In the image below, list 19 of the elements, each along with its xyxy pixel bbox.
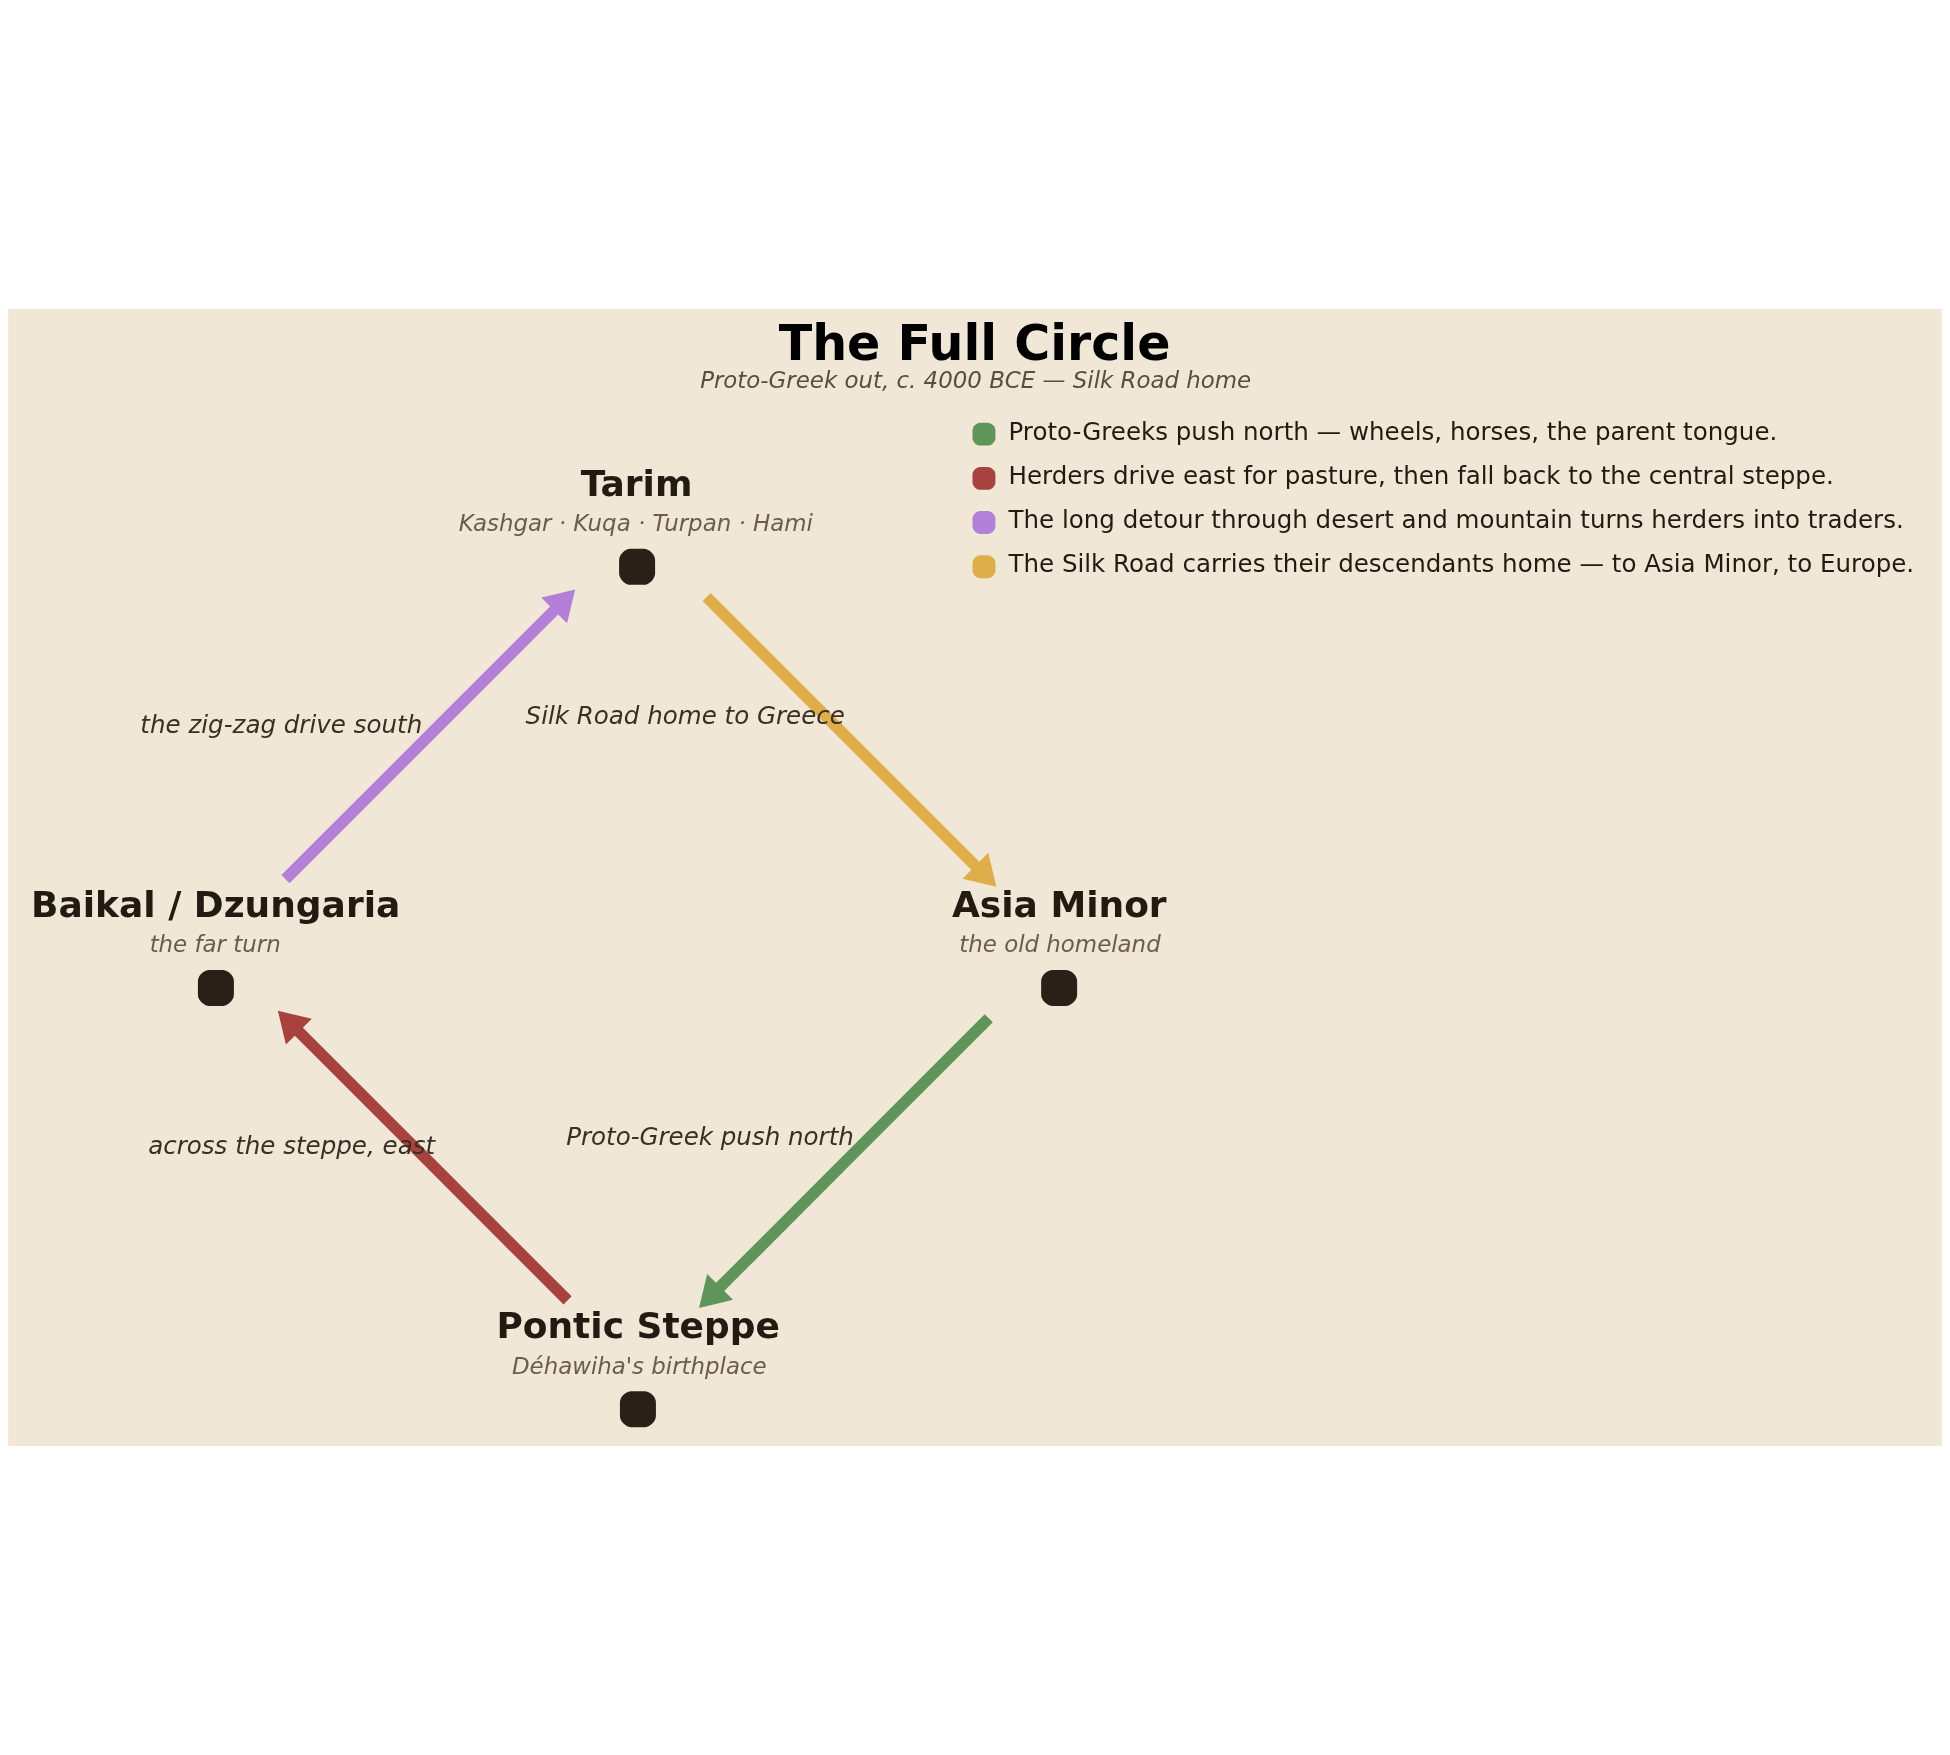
arrow: [281, 589, 576, 884]
node-label: Déhawiha's birthplace: [511, 1352, 767, 1379]
arrow: [277, 1010, 572, 1305]
legend-label: Proto-Greeks push north — wheels, horses, the parent tongue.: [1008, 416, 1778, 446]
legend-label: The Silk Road carries their descendants home — to Asia Minor, to Europe.: [1008, 549, 1915, 579]
arrow: [702, 593, 997, 887]
legend-label: Herders drive east for pasture, then fall back to the central steppe.: [1008, 461, 1834, 491]
edge-label: Proto-Greek push north: [566, 1121, 854, 1151]
node-label: Kashgar · Kuqa · Turpan · Hami: [458, 510, 813, 537]
arrow: [699, 1014, 993, 1308]
legend-label: The long detour through desert and mountain turns herders into traders.: [1008, 505, 1904, 535]
node-label: Tarim: [580, 462, 693, 504]
edge-label: the zig-zag drive south: [140, 710, 423, 740]
node-label: the old homeland: [959, 931, 1161, 958]
caption: Proto-Greek out, c. 4000 BCE — Silk Road home: [700, 366, 1252, 393]
node-label: Baikal / Dzungaria: [31, 883, 401, 925]
node-label: Pontic Steppe: [496, 1305, 780, 1347]
node-label: Asia Minor: [951, 883, 1167, 925]
node-label: the far turn: [149, 931, 281, 958]
